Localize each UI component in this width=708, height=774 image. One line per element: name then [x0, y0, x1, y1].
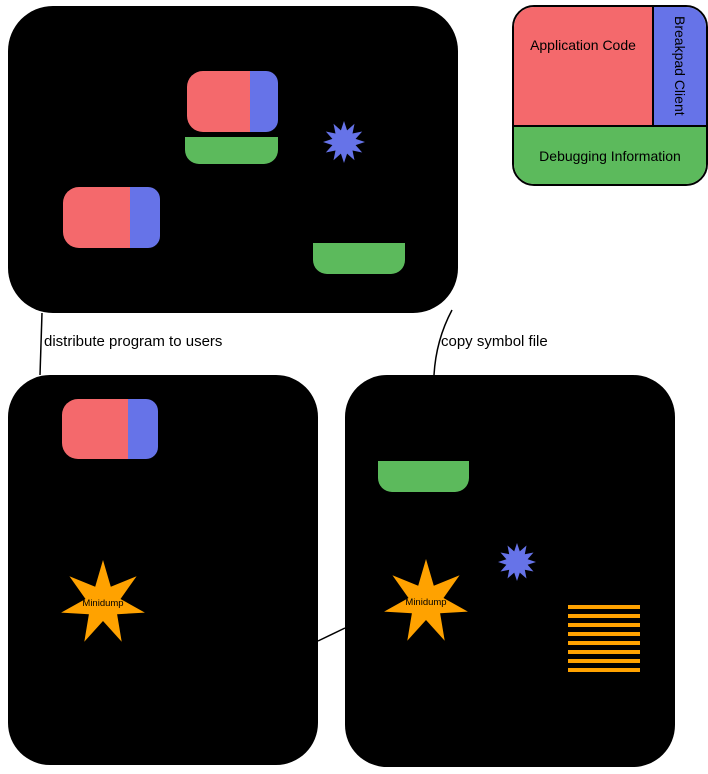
legend-breakpad-client: Breakpad Client [654, 7, 706, 125]
legend-application-code: Application Code [514, 7, 654, 125]
legend-top-row: Application Code Breakpad Client [514, 7, 706, 127]
breakpad-client-strip [250, 71, 278, 132]
app-binary-glyph [63, 187, 160, 248]
minidump-label: Minidump [405, 597, 446, 608]
build-system-box [8, 6, 458, 313]
app-binary-glyph [62, 399, 158, 459]
edge-label-distribute: distribute program to users [44, 333, 223, 350]
edge-label-copy-symbol: copy symbol file [441, 333, 548, 350]
app-binary-with-symbols-glyph [185, 71, 278, 168]
application-code-block [62, 399, 128, 459]
minidump-label: Minidump [82, 598, 123, 609]
legend-debugging-information: Debugging Information [514, 127, 706, 184]
edge-minidump-transfer-line [317, 627, 346, 642]
legend-box: Application Code Breakpad Client Debuggi… [512, 5, 708, 186]
edge-copy-symbol-line [433, 309, 453, 376]
symbol-file-tray [378, 461, 469, 492]
application-code-block [63, 187, 130, 248]
minidump-star-left: Minidump [61, 560, 145, 642]
symbol-file-tray [313, 243, 405, 274]
debugging-info-tray [185, 137, 278, 164]
stack-trace-lines [568, 605, 640, 672]
breakpad-client-strip [130, 187, 160, 248]
minidump-star-right: Minidump [384, 559, 468, 641]
dump-syms-starburst-icon [323, 121, 365, 163]
edge-distribute-line [39, 312, 43, 376]
application-code-block [187, 71, 250, 132]
user-machine-box: Minidump [8, 375, 318, 765]
processor-box: Minidump [345, 375, 675, 767]
breakpad-client-strip [128, 399, 158, 459]
processor-starburst-icon [498, 543, 536, 581]
